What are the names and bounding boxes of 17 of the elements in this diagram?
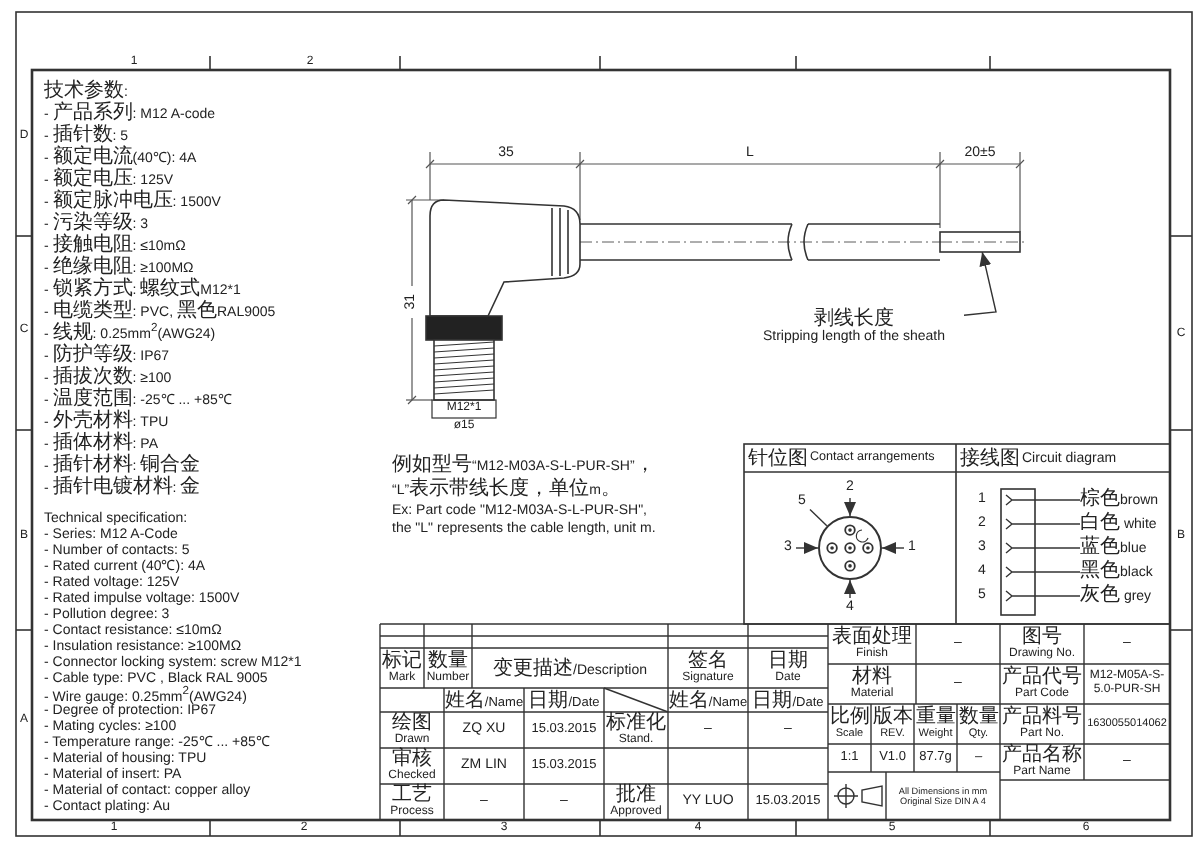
connector-line <box>809 508 828 527</box>
arrow <box>844 497 856 517</box>
arrow <box>795 542 819 554</box>
leader-line <box>963 251 997 316</box>
connector-line <box>1035 571 1081 573</box>
terminal-block <box>1000 488 1036 616</box>
panel-heading: 接线图 <box>960 448 1020 470</box>
arrow <box>844 579 856 599</box>
panel-heading: 针位图 <box>748 448 808 470</box>
connector-line <box>1035 499 1081 501</box>
connector-line <box>1035 595 1081 597</box>
stripped-wire-end <box>940 232 1020 252</box>
connector-line <box>1035 523 1081 525</box>
connector-line <box>1035 547 1081 549</box>
arrow <box>881 542 905 554</box>
pin-face-circle <box>818 516 882 580</box>
annotation-text: 剥线长度 <box>814 307 894 330</box>
